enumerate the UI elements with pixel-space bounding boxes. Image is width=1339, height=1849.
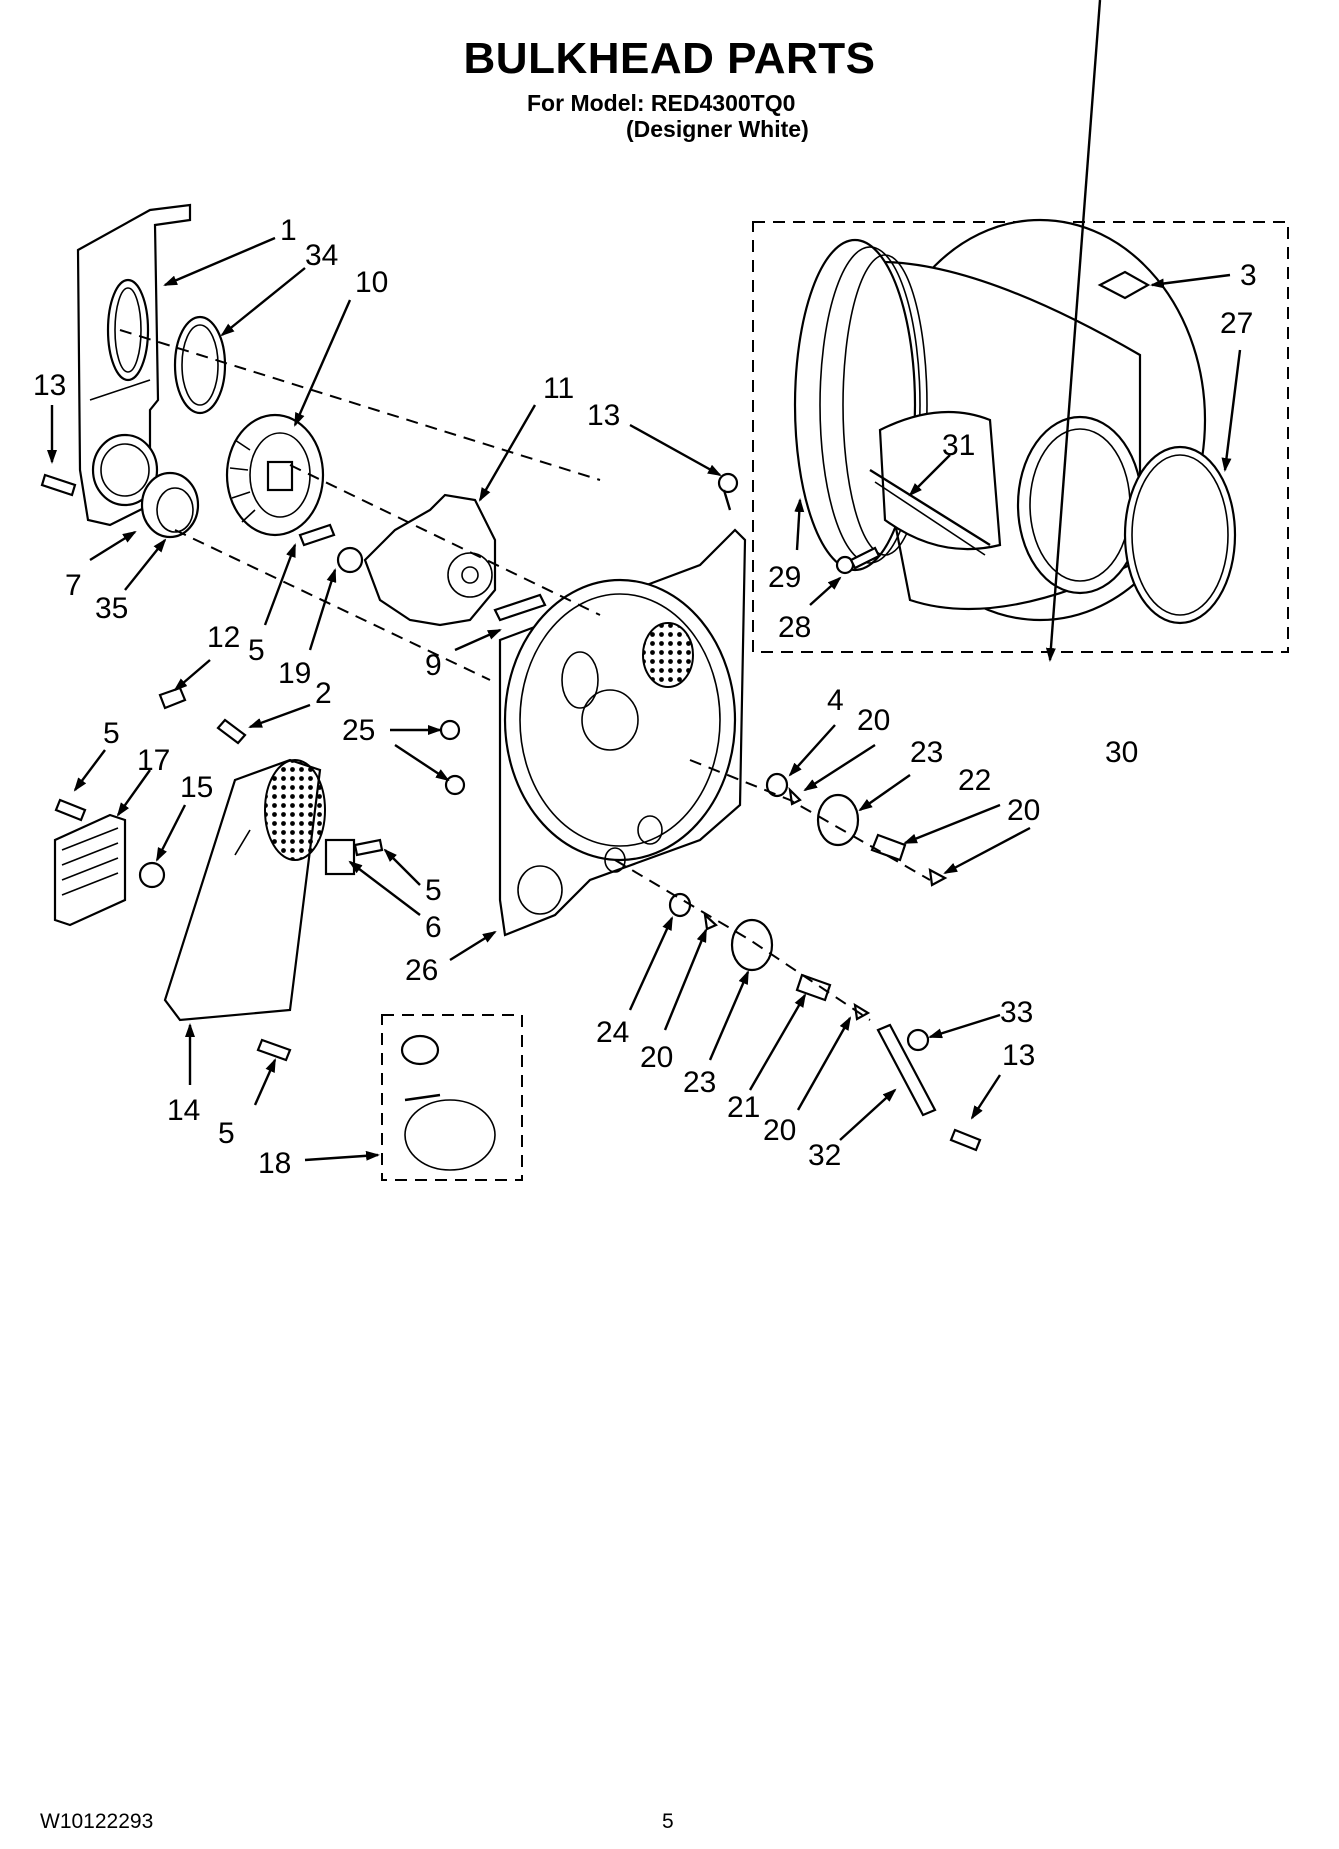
callout-17: 17 — [137, 744, 170, 777]
callout-29: 29 — [768, 561, 801, 594]
callout-33: 33 — [1000, 996, 1033, 1029]
bearing-35 — [156, 487, 194, 533]
leader-lines — [47, 0, 1242, 1162]
screw-5-c — [353, 838, 384, 857]
screw-28 — [835, 546, 881, 575]
screw-5-b — [54, 798, 87, 822]
callout-10: 10 — [355, 266, 388, 299]
screw-2 — [216, 718, 247, 745]
washer-33 — [906, 1028, 930, 1052]
terminal-kit — [400, 1034, 496, 1171]
callout-9: 9 — [425, 649, 442, 682]
callout-4: 4 — [827, 684, 844, 717]
callout-20c: 20 — [640, 1041, 673, 1074]
callout-5c: 5 — [425, 874, 442, 907]
callout-5a: 5 — [248, 634, 265, 667]
drum — [793, 218, 1207, 622]
screw-13-bottom — [949, 1128, 982, 1152]
callout-22: 22 — [958, 764, 991, 797]
callout-13b: 13 — [587, 399, 620, 432]
thermostat-15 — [138, 861, 166, 889]
callout-3: 3 — [1240, 259, 1257, 292]
seal-34 — [173, 315, 227, 415]
nut-25a — [439, 719, 461, 741]
callout-28: 28 — [778, 611, 811, 644]
clip-20b — [928, 868, 948, 887]
shaft-21 — [795, 973, 832, 1002]
callout-35: 35 — [95, 592, 128, 625]
blower-housing — [363, 493, 497, 627]
heater-17 — [53, 813, 127, 927]
callout-23b: 23 — [683, 1066, 716, 1099]
screw-5-a — [298, 523, 336, 547]
drum-seal — [1123, 445, 1237, 625]
callout-7: 7 — [65, 569, 82, 602]
washer-24 — [668, 892, 692, 918]
callout-31: 31 — [942, 429, 975, 462]
roller-23a — [816, 793, 860, 847]
support-32 — [876, 1023, 937, 1117]
nut-25b — [444, 774, 466, 796]
callout-5d: 5 — [218, 1117, 235, 1150]
baffle-clip — [1097, 270, 1151, 300]
callout-15: 15 — [180, 771, 213, 804]
callout-21: 21 — [727, 1091, 760, 1124]
page-title: BULKHEAD PARTS — [463, 34, 876, 83]
screw-13-left — [40, 473, 77, 497]
callout-14: 14 — [167, 1094, 200, 1127]
washer-4 — [765, 772, 789, 798]
callout-numbers: 1 34 10 13 7 35 11 13 12 5 19 9 2 25 5 1… — [33, 214, 1257, 1180]
screw-13-top — [717, 472, 739, 511]
clip-12 — [158, 686, 187, 710]
callout-25: 25 — [342, 714, 375, 747]
callout-34: 34 — [305, 239, 338, 272]
document-number: W10122293 — [40, 1810, 154, 1833]
callout-24: 24 — [596, 1016, 629, 1049]
callout-11: 11 — [543, 372, 574, 405]
callout-1: 1 — [280, 214, 297, 247]
bulkhead-panel — [498, 528, 747, 937]
callout-12: 12 — [207, 621, 240, 654]
shaft-22 — [870, 833, 907, 862]
seal-9 — [493, 593, 547, 622]
callout-13c: 13 — [1002, 1039, 1035, 1072]
callout-6: 6 — [425, 911, 442, 944]
screw-5-d — [256, 1038, 292, 1062]
callout-30: 30 — [1105, 736, 1138, 769]
blower-wheel — [225, 413, 325, 537]
callout-19: 19 — [278, 657, 311, 690]
callout-18: 18 — [258, 1147, 291, 1180]
cam-19 — [336, 546, 364, 574]
lint-duct — [163, 758, 326, 1022]
callout-26: 26 — [405, 954, 438, 987]
bearing-7 — [140, 471, 200, 539]
model-line: For Model: RED4300TQ0 — [527, 90, 796, 116]
callout-5b: 5 — [103, 717, 120, 750]
callout-2: 2 — [315, 677, 332, 710]
terminal-kit-box — [381, 1014, 523, 1181]
page-number: 5 — [662, 1810, 674, 1833]
callout-20b: 20 — [1007, 794, 1040, 827]
callout-32: 32 — [808, 1139, 841, 1172]
clip-20d — [853, 1002, 871, 1021]
callout-13: 13 — [33, 369, 66, 402]
bracket-6 — [324, 838, 356, 876]
rear-panel — [76, 203, 192, 527]
callout-27: 27 — [1220, 307, 1253, 340]
callout-23a: 23 — [910, 736, 943, 769]
variant-line: (Designer White) — [626, 116, 809, 142]
clip-20c — [703, 912, 718, 931]
callout-20a: 20 — [857, 704, 890, 737]
callout-20d: 20 — [763, 1114, 796, 1147]
roller-23b — [730, 918, 774, 972]
